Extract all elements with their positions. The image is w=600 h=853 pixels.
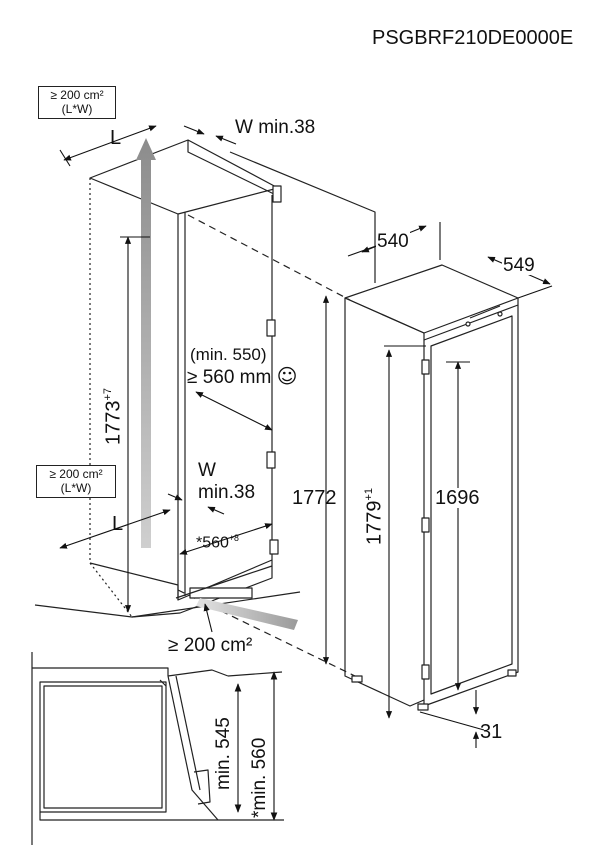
- niche-depth-label: ≥ 560 mm ☺: [187, 366, 297, 387]
- vent-top-formula: (L*W): [61, 102, 93, 116]
- dimension-lines: [59, 125, 553, 748]
- appliance-height-door-label: 1779+1: [363, 487, 386, 546]
- vent-middle-area: ≥ 200 cm²: [49, 467, 103, 481]
- vent-middle-label: ≥ 200 cm² (L*W): [36, 465, 116, 498]
- model-code: PSGBRF210DE0000E: [372, 27, 574, 49]
- niche-width-tolerance: +8: [228, 533, 239, 543]
- niche-height-tolerance: +7: [102, 387, 114, 401]
- niche-width-label: *560+8: [196, 534, 239, 552]
- detail-min-545-label: min. 545: [213, 717, 234, 790]
- cabinet-niche: [34, 139, 376, 677]
- mid-width-gap-label: W min.38: [198, 460, 255, 504]
- appliance-height-total-label: 1772: [292, 487, 337, 509]
- appliance-height-inner-label: 1696: [434, 487, 481, 509]
- smiley-icon: ☺: [276, 364, 298, 388]
- appliance-height-door-value: 1779: [363, 500, 386, 546]
- niche-height-label: 1773+7: [102, 387, 125, 446]
- vent-bottom-label: ≥ 200 cm²: [168, 635, 253, 656]
- vent-top-area: ≥ 200 cm²: [50, 88, 104, 102]
- label-L-top: L: [110, 127, 122, 149]
- niche-depth-value: ≥ 560 mm: [187, 367, 272, 388]
- niche-width-value: *560: [196, 534, 229, 552]
- foot-offset-label: 31: [480, 721, 503, 743]
- appliance-width-label: 549: [502, 255, 536, 276]
- niche-height-value: 1773: [102, 400, 125, 446]
- vent-top-label: ≥ 200 cm² (L*W): [38, 86, 116, 119]
- appliance-height-door-tolerance: +1: [363, 487, 375, 501]
- top-width-gap-label: W min.38: [235, 117, 316, 138]
- appliance-depth-label: 540: [376, 231, 410, 252]
- mid-width-gap-w: W: [198, 460, 216, 481]
- detail-view: [31, 652, 284, 845]
- niche-depth-min-label: (min. 550): [190, 345, 267, 364]
- mid-width-gap-min: min.38: [198, 482, 256, 503]
- label-L-mid: L: [112, 513, 124, 535]
- airflow-arrows: [136, 138, 298, 630]
- detail-min-560-label: *min. 560: [249, 737, 270, 818]
- vent-middle-formula: (L*W): [60, 481, 92, 495]
